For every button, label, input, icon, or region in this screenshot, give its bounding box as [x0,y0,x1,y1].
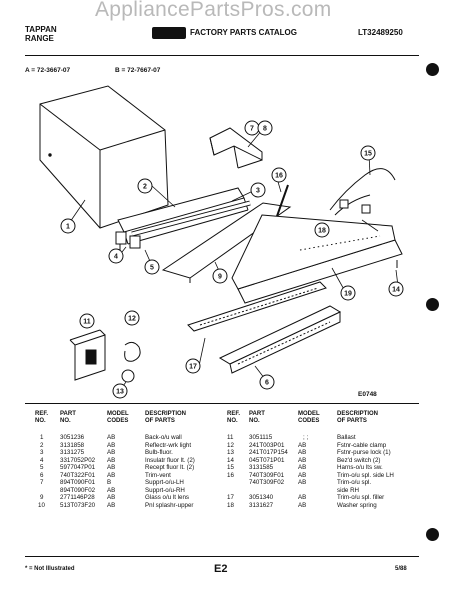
frigidaire-logo [152,27,186,39]
callout-8 [257,120,273,136]
callout-12 [124,310,140,326]
part-ballast [69,329,106,381]
part-sockets [115,231,141,254]
part-header-2-right: NO. [249,418,260,424]
part-back-wall [39,85,169,229]
page-number: E2 [214,563,228,575]
callout-9 [212,268,228,284]
callout-5 [144,259,160,275]
part-header-1-right: PART [249,411,265,417]
callout-7-label: 7 [250,126,254,133]
table-rule-top [25,403,419,404]
callout-11 [79,313,95,329]
callout-16-label: 16 [275,173,283,180]
model-header-1: MODEL [107,411,129,417]
callout-17 [185,358,201,374]
callout-11-label: 11 [83,319,91,326]
callout-1-label: 1 [66,224,70,231]
callout-2-label: 2 [143,184,147,191]
part-header-1: PART [60,411,76,417]
callout-15-label: 15 [364,151,372,158]
binder-hole-middle [426,298,439,311]
callout-15 [360,145,376,161]
callout-13-label: 13 [116,389,124,396]
desc-header-2-right: OF PARTS [337,418,367,424]
callout-19 [340,285,356,301]
callout-6 [259,374,275,390]
part-harness [329,168,396,216]
callout-16 [271,167,287,183]
desc-header-1: DESCRIPTION [145,411,187,417]
brand-line-2: RANGE [25,34,54,43]
callout-3 [250,182,266,198]
callout-12-label: 12 [128,316,136,323]
callout-14 [388,281,404,297]
callout-5-label: 5 [150,265,154,272]
model-a: A = 72-3667-07 [25,67,71,74]
revision-date: 5/88 [395,566,407,572]
callout-13 [112,383,128,399]
binder-hole-top [426,63,439,76]
model-b: B = 72-7667-07 [115,67,161,74]
callout-9-label: 9 [218,274,222,281]
callout-14-label: 14 [392,287,400,294]
ref-header-1: REF. [35,411,49,417]
brand-line-1: TAPPAN [25,25,57,34]
callout-2 [137,178,153,194]
part-header-2: NO. [60,418,71,424]
model-header-1-right: MODEL [298,411,320,417]
part-vent-trim [218,305,342,374]
watermark-text: AppliancePartsPros.com [95,0,332,21]
ref-header-2-right: NO. [227,418,238,424]
callout-4 [108,248,124,264]
callout-17-label: 17 [189,364,197,371]
footer-rule [25,556,419,557]
diagram-code: E0748 [358,391,377,398]
ref-header-1-right: REF. [227,411,241,417]
part-splasher-panel [231,214,403,304]
model-header-2-right: CODES [298,418,320,424]
callout-18-label: 18 [318,228,326,235]
callout-4-label: 4 [114,254,118,261]
model-header-2: CODES [107,418,129,424]
part-bulb [131,200,251,237]
binder-hole-bottom [426,528,439,541]
callout-6-label: 6 [265,380,269,387]
callout-19-label: 19 [344,291,352,298]
ref-header-2: NO. [35,418,46,424]
callout-8-label: 8 [263,126,267,133]
catalog-title: FACTORY PARTS CATALOG [190,28,297,37]
header-rule [25,55,419,56]
not-illustrated-note: * = Not Illustrated [25,566,75,572]
catalog-number: LT32489250 [358,28,403,37]
callout-1 [60,218,76,234]
callout-18 [314,222,330,238]
desc-header-1-right: DESCRIPTION [337,411,379,417]
callout-3-label: 3 [256,188,260,195]
part-clamp [121,341,141,383]
part-filler-trim [187,281,327,332]
desc-header-2: OF PARTS [145,418,175,424]
part-support [209,127,263,169]
